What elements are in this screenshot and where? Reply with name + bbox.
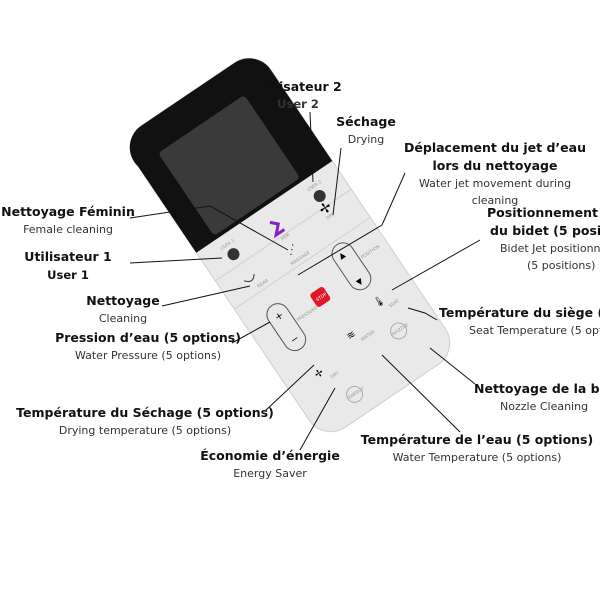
label-pressure: Pression d’eau (5 options)Water Pressure… [55,330,241,362]
energy-saver-button[interactable] [343,383,365,405]
fem-button-label: FEM [280,232,291,242]
female-cleaning-icon[interactable] [268,218,286,239]
rear-cleaning-icon[interactable] [243,274,256,284]
dry-button-label: DRY [325,211,336,221]
lcd-screen [159,96,299,235]
user2-icon[interactable] [311,188,328,205]
position-button[interactable] [328,239,375,294]
seat-temp-icon[interactable]: 🌡 [371,293,388,310]
label-dry-temp: Température du Séchage (5 options)Drying… [16,405,274,437]
leader-lines [129,111,481,451]
stop-button[interactable] [309,286,331,308]
dry-temp-label: DRY [330,370,341,380]
up-arrow-icon: ▲ [337,249,348,260]
rear-button-label: REAR [256,278,269,290]
nozzle-cleaning-button[interactable] [388,320,410,342]
seat-label: SEAT [388,298,401,309]
label-water-temp: Température de l’eau (5 options)Water Te… [360,432,594,464]
pressure-button[interactable] [263,299,310,354]
stop-label: STOP [315,291,328,303]
user1-icon[interactable] [225,246,242,263]
down-arrow-icon: ▼ [355,276,366,287]
label-nozzle: Nettoyage de la busNozzle Cleaning [474,381,600,413]
